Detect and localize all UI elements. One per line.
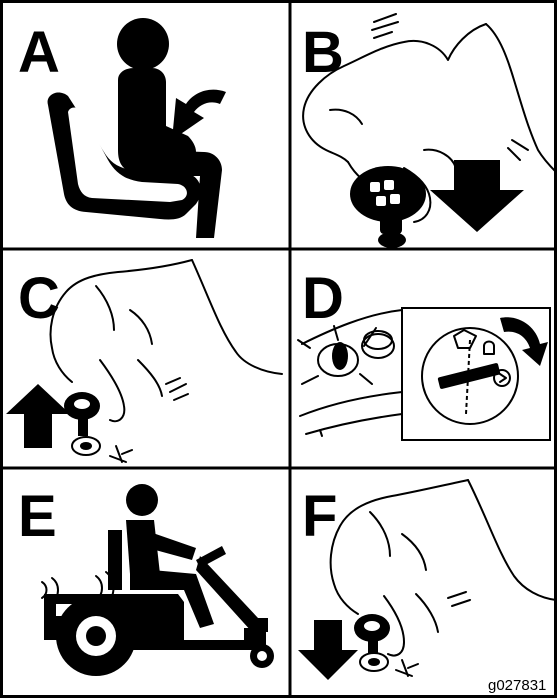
panel-d-letter: D: [302, 266, 344, 331]
panel-b: B: [302, 14, 556, 248]
panel-a: A: [18, 18, 226, 238]
panel-f-letter: F: [302, 484, 337, 549]
ignition-switch-icon: [298, 326, 394, 384]
rabbit-symbol-icon: [396, 660, 418, 676]
figure-code: g027831: [488, 677, 546, 694]
rabbit-symbol-icon: [110, 446, 132, 462]
panel-e: E: [18, 484, 274, 676]
panel-b-letter: B: [302, 20, 344, 85]
panel-c: C: [6, 260, 282, 462]
panel-e-letter: E: [18, 484, 57, 549]
key-position-inset: [402, 308, 550, 440]
up-arrow-icon: [6, 384, 70, 448]
control-knob-icon: [64, 392, 100, 455]
sit-down-arrow-icon: [172, 90, 226, 140]
control-knob-icon: [350, 166, 426, 248]
motion-lines-icon: [372, 14, 398, 38]
down-arrow-icon: [430, 160, 524, 232]
panel-c-letter: C: [18, 266, 60, 331]
panel-d: D: [298, 266, 550, 440]
mower-icon: [44, 530, 274, 676]
panel-f: F g027831: [298, 480, 556, 694]
panel-a-letter: A: [18, 20, 60, 85]
down-arrow-icon: [298, 620, 358, 680]
control-knob-icon: [354, 614, 390, 671]
